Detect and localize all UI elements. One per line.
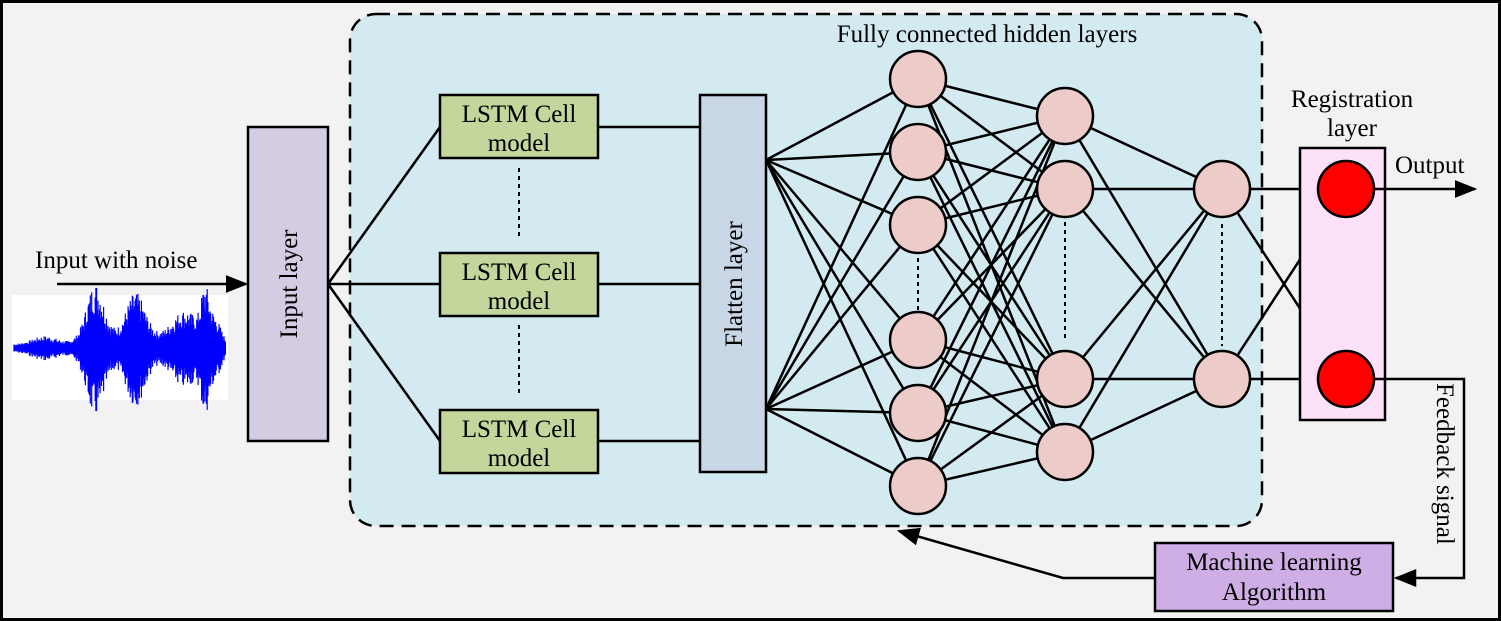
ml-algorithm-label-2: Algorithm [1222,579,1327,606]
connection-line [1063,115,1224,380]
connection-line [765,159,919,341]
connection-line [916,115,1067,341]
lstm-cell-3: LSTM Cell model [438,408,600,475]
training-update-arrow [896,527,1155,580]
lstm-cell-label: LSTM Cell [462,101,577,128]
lstm-cell-1: LSTM Cell model [438,93,600,160]
registration-layer-label-2: layer [1327,115,1378,142]
lstm-cell-label: LSTM Cell [462,416,577,443]
hidden-node-layer-3 [1192,349,1252,409]
lstm-cell-label: LSTM Cell [462,259,577,286]
hidden-node-layer-2 [1035,159,1095,219]
feedback-arrow [1374,377,1466,587]
registration-node [1316,159,1376,219]
registration-layer-label: Registration [1291,86,1414,113]
connection-line [764,78,920,410]
ellipsis-dots [518,168,1223,396]
input-with-noise-label: Input with noise [35,247,198,274]
connection-line [764,151,920,410]
hidden-node-layer-2 [1035,86,1095,146]
connection-line [764,159,920,414]
lstm-cell-sublabel: model [488,130,551,157]
connection-line [326,283,442,442]
lstm-cell-2: LSTM Cell model [438,251,600,318]
lstm-cell-sublabel: model [488,445,551,472]
flatten-layer-box [698,93,768,474]
hidden-node-layer-1 [888,383,948,443]
hidden-node-layer-1 [888,49,948,109]
ml-algorithm-label: Machine learning [1186,549,1362,576]
input-layer-label: Input layer [276,229,303,339]
output-label: Output [1395,152,1465,179]
connection-line [765,224,919,410]
connection-line [764,159,920,487]
hidden-node-layer-1 [888,195,948,255]
hidden-node-layer-1 [888,122,948,182]
flatten-layer-label: Flatten layer [721,221,748,347]
hidden-node-layer-1 [888,456,948,516]
hidden-node-layer-3 [1192,159,1252,219]
connection-line [326,126,442,285]
hidden-node-layer-2 [1035,422,1095,482]
connection-line [916,115,1067,414]
registration-node [1316,349,1376,409]
connection-line [917,114,1066,227]
feedback-signal-label: Feedback signal [1431,383,1458,545]
hidden-node-layer-2 [1035,349,1095,409]
hidden-layers-title: Fully connected hidden layers [837,21,1138,48]
network-nodes [888,49,1376,516]
hidden-node-layer-1 [888,310,948,370]
connection-line [916,188,1067,487]
connection-line [1063,188,1224,453]
connection-line [1064,188,1223,380]
input-layer-box [246,125,330,443]
lstm-cell-sublabel: model [488,288,551,315]
noisy-audio-waveform [12,287,228,412]
connection-line [917,377,1066,488]
